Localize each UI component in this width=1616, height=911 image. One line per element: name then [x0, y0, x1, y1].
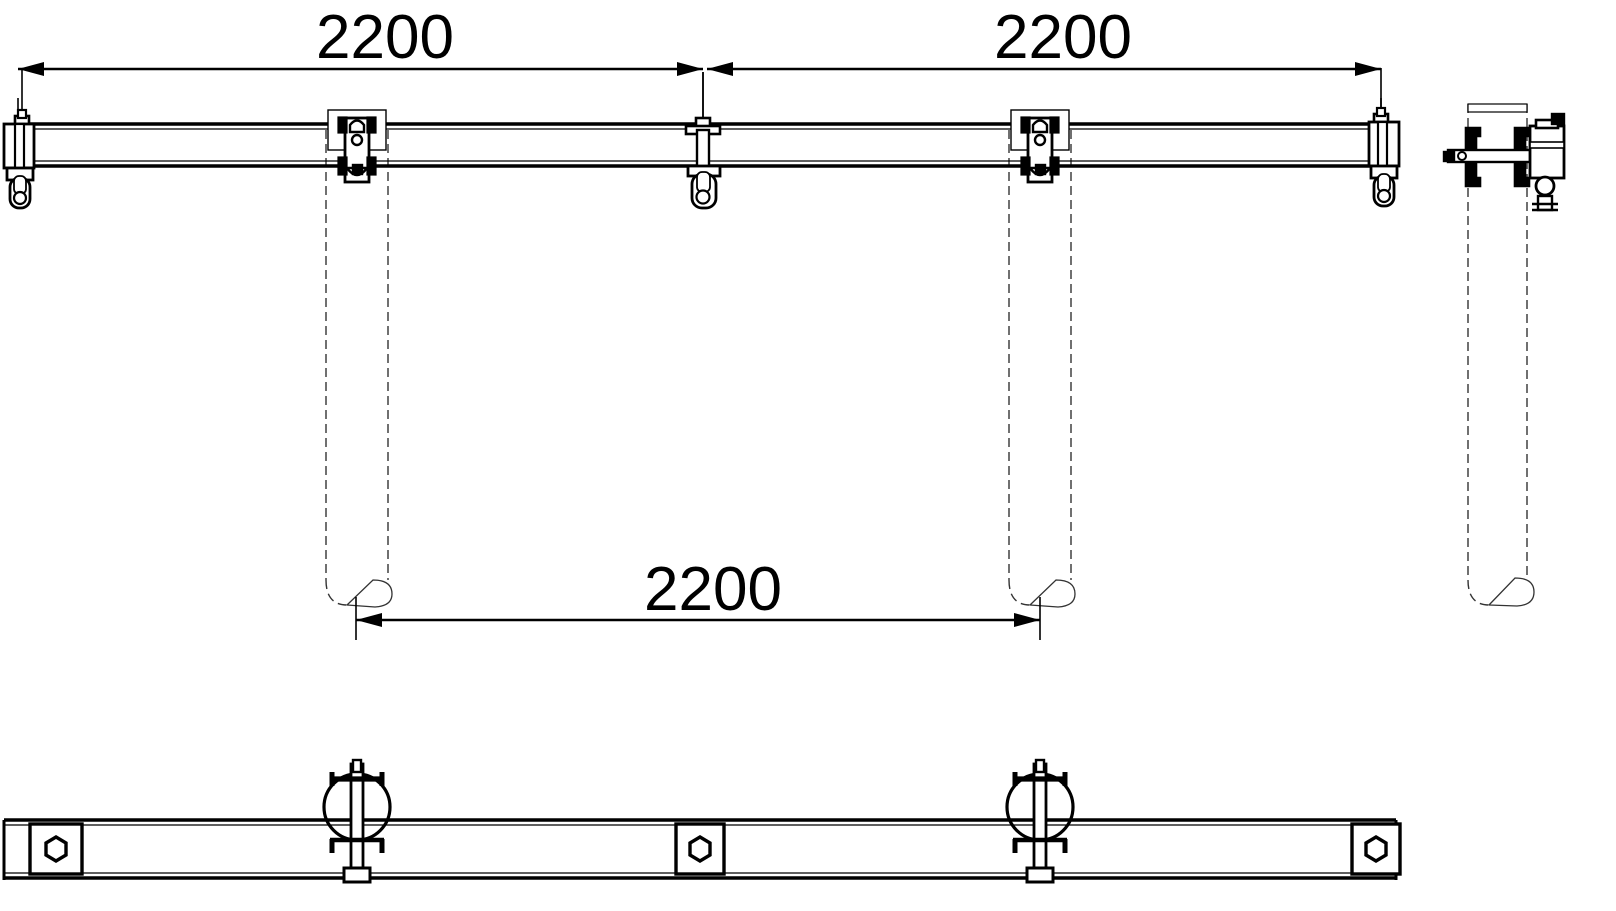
trolley-right-wheel-d	[1049, 156, 1060, 176]
right-top-stud	[1375, 106, 1387, 118]
dimension-bottom-center: 2200	[355, 555, 1041, 640]
trolley-right-wheel-a	[1020, 116, 1031, 134]
center-clevis-slot	[696, 171, 711, 193]
trolley-left-bolt	[351, 163, 364, 176]
drop-line-left-bottom-arc	[325, 579, 348, 606]
trolley-left[interactable]	[327, 109, 387, 184]
trolley-left-wheel-a	[337, 116, 348, 134]
left-clevis-eye	[12, 190, 28, 206]
trolley-right-wheel-c	[1020, 156, 1031, 176]
dimension-value-top-left: 2200	[316, 3, 454, 72]
side-hanger-eye	[1534, 175, 1556, 197]
plan-wheel-left-shaft	[349, 762, 365, 884]
plan-wheel-left[interactable]	[322, 758, 392, 884]
end-bracket-right	[1367, 68, 1401, 208]
plan-wheel-left-brace-top-ends	[329, 772, 385, 786]
break-symbol-right	[1029, 579, 1076, 608]
side-hook-threads	[1532, 202, 1558, 212]
trolley-right[interactable]	[1010, 109, 1070, 184]
dimension-top-left: 2200	[17, 3, 704, 118]
side-axle-nut	[1442, 150, 1456, 163]
side-axle-end	[1457, 151, 1467, 161]
plan-wheel-right-shaft-top	[1034, 758, 1046, 774]
trolley-right-bolt	[1034, 163, 1047, 176]
dimension-top-right: 2200	[707, 3, 1382, 118]
left-top-stud	[16, 108, 28, 120]
side-hanger-lug	[1550, 112, 1566, 126]
plan-nut-left	[44, 835, 68, 863]
trolley-left-wheel-c	[337, 156, 348, 176]
plan-wheel-right-shaft	[1032, 762, 1048, 884]
drop-line-right-bottom-arc	[1008, 579, 1031, 606]
trolley-left-wheel-b	[366, 116, 377, 134]
break-symbol-left	[346, 579, 393, 608]
break-symbol-side	[1488, 577, 1535, 607]
drop-line-side-bottom-arc	[1467, 579, 1490, 606]
trolley-left-yoke	[348, 119, 366, 134]
center-clevis-eye	[695, 189, 711, 205]
right-bracket-rod	[1376, 120, 1389, 170]
plan-wheel-right-nut	[1025, 866, 1055, 884]
plan-view-beam	[2, 758, 1402, 884]
plan-wheel-right[interactable]	[1005, 758, 1075, 884]
trolley-right-pin-hole	[1033, 133, 1047, 147]
trolley-left-pin-hole	[350, 133, 364, 147]
plan-wheel-left-shaft-top	[351, 758, 363, 774]
right-clevis-eye	[1376, 188, 1392, 204]
trolley-right-yoke	[1031, 119, 1049, 134]
left-bracket-rod	[13, 122, 26, 172]
end-bracket-left	[2, 68, 36, 210]
trolley-left-wheel-d	[366, 156, 377, 176]
side-elevation-group	[1442, 103, 1566, 212]
plan-wheel-left-nut	[342, 866, 372, 884]
dimension-value-bottom: 2200	[644, 555, 782, 624]
center-hanger	[684, 72, 722, 210]
side-outline-box	[1467, 103, 1528, 113]
plan-wheel-right-brace-top-ends	[1012, 772, 1068, 786]
trolley-right-wheel-b	[1049, 116, 1060, 134]
side-hanger-body	[1528, 124, 1566, 180]
drop-lines-group	[325, 104, 1535, 608]
center-rod	[695, 128, 711, 170]
side-hanger-rib	[1529, 141, 1565, 149]
plan-nut-center	[688, 835, 712, 863]
plan-nut-right	[1364, 835, 1388, 863]
dimension-value-top-right: 2200	[994, 3, 1132, 72]
